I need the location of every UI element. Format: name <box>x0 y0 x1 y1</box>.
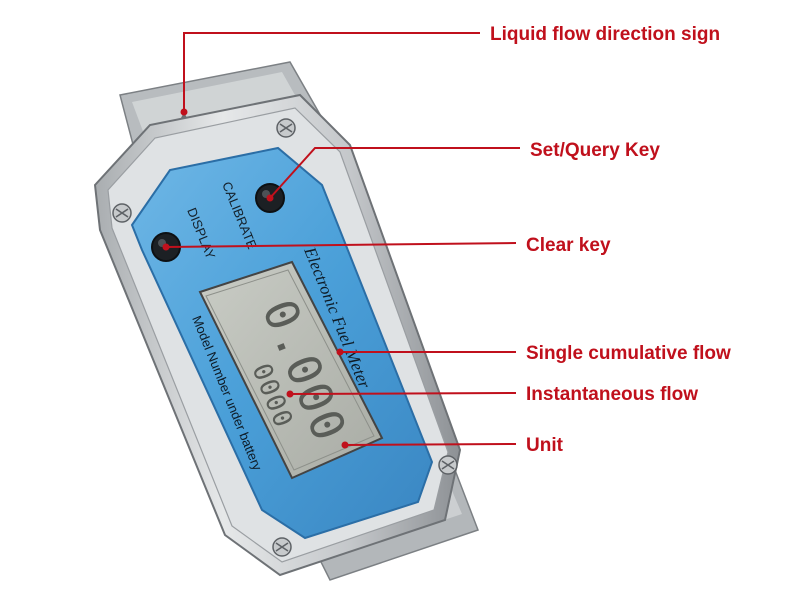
callout-unit: Unit <box>526 435 563 456</box>
callout-set-query-key: Set/Query Key <box>530 140 660 161</box>
callout-single-cumulative-flow: Single cumulative flow <box>526 343 731 364</box>
callout-liquid-flow-direction: Liquid flow direction sign <box>490 24 721 45</box>
callout-instantaneous-flow: Instantaneous flow <box>526 384 699 405</box>
lcd-screen <box>198 260 384 480</box>
leader-dot-flow <box>180 108 188 116</box>
leader-line-set-query <box>269 147 520 199</box>
leader-line-instantaneous <box>289 392 517 395</box>
screw-bottom-left <box>272 537 292 557</box>
leader-dot-set <box>266 194 274 202</box>
screw-top-right <box>276 118 296 138</box>
screw-top-left <box>112 203 132 223</box>
leader-line-clear <box>165 242 517 248</box>
leader-dot-clear <box>162 243 170 251</box>
leader-dot-inst <box>286 390 294 398</box>
leader-line-flow-direction <box>183 32 480 112</box>
leader-dot-unit <box>341 441 349 449</box>
screw-bottom-right <box>438 455 458 475</box>
callout-clear-key: Clear key <box>526 235 611 256</box>
leader-dot-single <box>336 348 344 356</box>
leader-line-unit <box>344 443 517 446</box>
